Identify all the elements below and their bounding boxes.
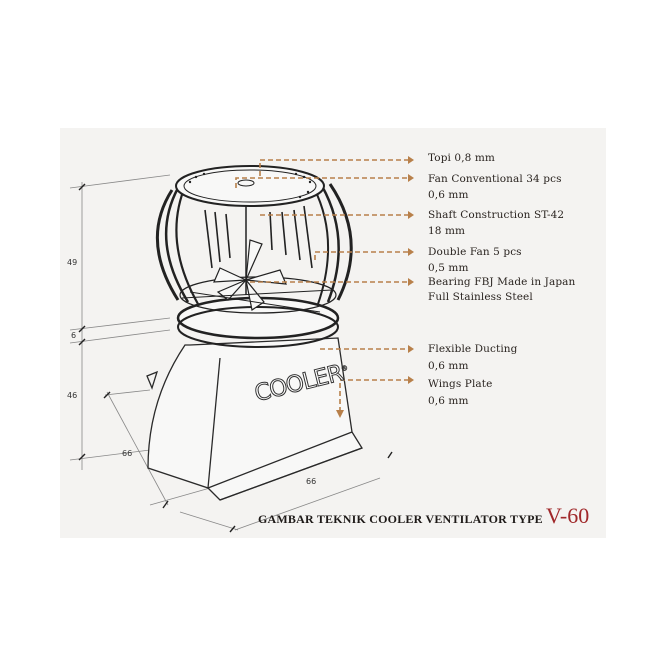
dimension-ticks: [78, 183, 393, 533]
callout-bearing: Bearing FBJ Made in Japan Full Stainless…: [428, 275, 575, 305]
callout-subtext: Full Stainless Steel: [428, 291, 533, 303]
callout-text: Fan Conventional 34 pcs: [428, 173, 562, 185]
callout-topi: Topi 0,8 mm: [428, 152, 495, 164]
turbine-globe: [155, 165, 353, 313]
callout-fan-conventional: Fan Conventional 34 pcs 0,6 mm: [428, 171, 562, 203]
dim-base-height: 46: [67, 391, 78, 400]
callout-text: Shaft Construction ST-42: [428, 209, 565, 221]
dim-ring-height: 6: [71, 331, 77, 340]
drawing-title: GAMBAR TEKNIK COOLER VENTILATOR TYPE: [258, 512, 543, 526]
callout-subtext: 18 mm: [428, 225, 466, 237]
callout-text: Double Fan 5 pcs: [428, 246, 522, 258]
callout-flexible-ducting: Flexible Ducting 0,6 mm: [428, 341, 518, 375]
callout-subtext: 0,6 mm: [428, 395, 469, 407]
callout-leaders: [235, 159, 408, 412]
ventilator-base: [146, 337, 363, 501]
registered-mark: ®: [340, 364, 348, 374]
turbine-ring: [176, 276, 340, 348]
dim-turbine-height: 49: [67, 258, 78, 267]
model-number: V-60: [546, 503, 590, 528]
callout-text: Flexible Ducting: [428, 343, 518, 355]
callout-wings-plate: Wings Plate 0,6 mm: [428, 376, 492, 410]
callout-arrowheads: [336, 156, 414, 418]
callout-double-fan: Double Fan 5 pcs 0,5 mm: [428, 244, 522, 276]
callout-subtext: 0,6 mm: [428, 360, 469, 372]
dimension-lines: [69, 174, 381, 531]
callout-subtext: 0,6 mm: [428, 189, 469, 201]
callout-shaft-construction: Shaft Construction ST-42 18 mm: [428, 207, 564, 239]
callout-text: Topi 0,8 mm: [428, 152, 495, 164]
callout-text: Bearing FBJ Made in Japan: [428, 276, 576, 288]
dim-base-depth: 66: [122, 449, 133, 458]
dim-base-width: 66: [306, 477, 317, 486]
callout-subtext: 0,5 mm: [428, 262, 469, 274]
callout-text: Wings Plate: [428, 378, 493, 390]
